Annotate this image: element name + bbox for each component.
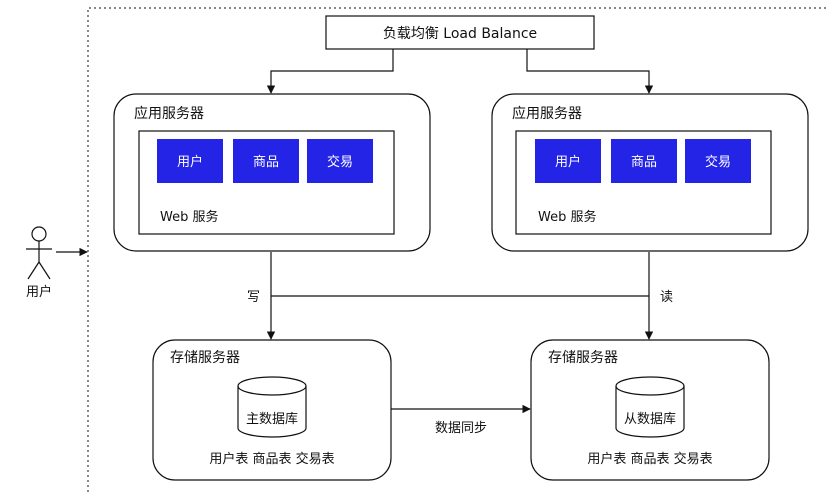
module-product xyxy=(233,139,299,183)
tables-label: 用户表 商品表 交易表 xyxy=(209,451,334,467)
system-boundary xyxy=(87,7,828,492)
user-actor-label: 用户 xyxy=(26,284,52,300)
module-trade xyxy=(685,139,751,183)
module-product-label: 商品 xyxy=(631,155,657,170)
storage-server-title: 存储服务器 xyxy=(170,350,240,366)
load-balancer-label: 负载均衡 Load Balance xyxy=(383,26,537,42)
storage-server-right: 存储服务器 从数据库 用户表 商品表 交易表 xyxy=(530,339,770,481)
app-server-right: 应用服务器 用户 商品 交易 Web 服务 xyxy=(491,93,809,252)
module-product-label: 商品 xyxy=(253,155,279,170)
module-product xyxy=(611,139,677,183)
module-trade-label: 交易 xyxy=(705,154,731,170)
module-trade-label: 交易 xyxy=(327,154,353,170)
web-service-label: Web 服务 xyxy=(160,209,218,225)
module-trade xyxy=(307,139,373,183)
load-balancer: 负载均衡 Load Balance xyxy=(325,15,595,50)
edge-lb-to-app-right xyxy=(526,49,654,94)
module-user xyxy=(157,139,223,183)
edge-data-sync-label: 数据同步 xyxy=(435,421,487,436)
app-server-title: 应用服务器 xyxy=(134,105,204,122)
database-icon xyxy=(237,376,307,438)
app-server-left: 应用服务器 用户 商品 交易 Web 服务 xyxy=(113,93,431,252)
web-service-label: Web 服务 xyxy=(538,209,596,225)
module-user-label: 用户 xyxy=(177,154,203,170)
app-server-title: 应用服务器 xyxy=(512,105,582,122)
edge-lb-to-app-left xyxy=(266,49,394,94)
database-icon xyxy=(615,376,685,438)
tables-label: 用户表 商品表 交易表 xyxy=(587,451,712,467)
database-label: 主数据库 xyxy=(246,411,298,427)
edge-write-label: 写 xyxy=(247,290,260,305)
module-user xyxy=(535,139,601,183)
storage-server-left: 存储服务器 主数据库 用户表 商品表 交易表 xyxy=(152,339,392,481)
database-label: 从数据库 xyxy=(624,411,676,427)
user-actor-icon xyxy=(26,226,52,280)
edge-read-label: 读 xyxy=(660,290,673,305)
storage-server-title: 存储服务器 xyxy=(548,350,618,366)
module-user-label: 用户 xyxy=(555,154,581,170)
